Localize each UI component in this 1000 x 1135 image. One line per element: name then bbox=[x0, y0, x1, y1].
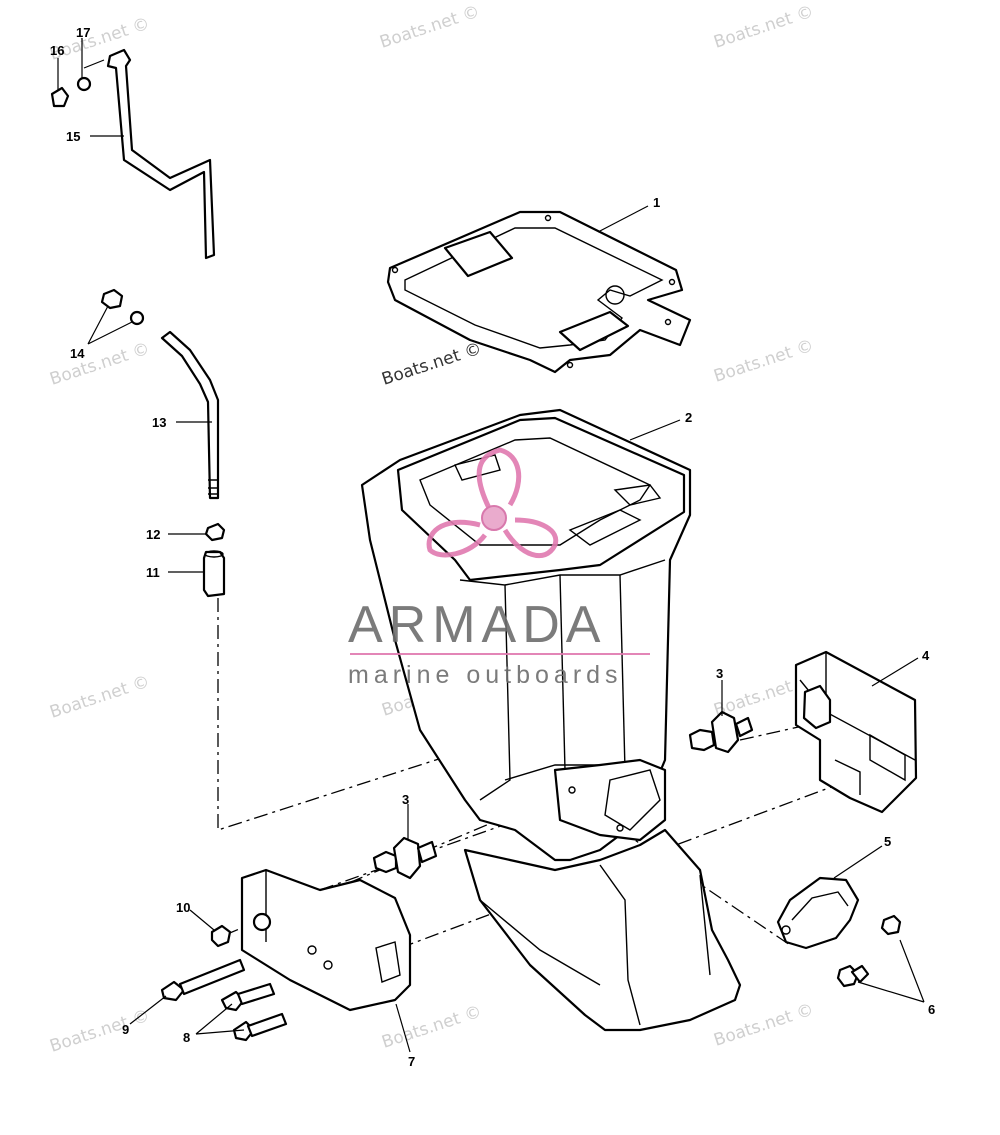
propeller-icon bbox=[426, 447, 559, 559]
part-10-nut bbox=[210, 924, 232, 948]
callout-5: 5 bbox=[884, 834, 891, 849]
watermark: Boats.net © bbox=[377, 2, 482, 53]
part-17-washer bbox=[76, 76, 92, 92]
callout-7: 7 bbox=[408, 1054, 415, 1069]
callout-10: 10 bbox=[176, 900, 190, 915]
callout-11: 11 bbox=[146, 565, 160, 580]
watermark: Boats.net © bbox=[47, 1006, 152, 1057]
part-4-bracket bbox=[794, 650, 918, 814]
callout-9: 9 bbox=[122, 1022, 129, 1037]
callout-4: 4 bbox=[922, 648, 930, 663]
part-11-spacer bbox=[202, 550, 226, 598]
part-13-rod bbox=[160, 330, 220, 500]
part-12-nut bbox=[204, 522, 226, 542]
leader-lines bbox=[57, 38, 925, 1053]
brand-name: ARMADA bbox=[348, 596, 606, 654]
callout-labels: 1 2 3 3 4 5 6 7 8 9 10 11 12 13 14 15 16… bbox=[50, 25, 935, 1069]
callout-6: 6 bbox=[928, 1002, 935, 1017]
watermark: Boats.net © bbox=[379, 339, 484, 390]
callout-8: 8 bbox=[183, 1030, 190, 1045]
watermark: Boats.net © bbox=[379, 1002, 484, 1053]
part-7-plate bbox=[240, 868, 412, 1012]
part-9-screw bbox=[160, 958, 246, 1002]
callout-12: 12 bbox=[146, 527, 160, 542]
callout-14: 14 bbox=[70, 346, 85, 361]
callout-15: 15 bbox=[66, 129, 80, 144]
watermark: Boats.net © bbox=[47, 339, 152, 390]
part-16-clip bbox=[50, 86, 70, 108]
part-3-mount-upper bbox=[688, 710, 754, 754]
callout-17: 17 bbox=[76, 25, 90, 40]
part-14-fasteners bbox=[100, 288, 145, 326]
callout-2: 2 bbox=[685, 410, 692, 425]
callout-3-upper: 3 bbox=[716, 666, 723, 681]
watermark: Boats.net © bbox=[47, 672, 152, 723]
brand-logo: ARMADA marine outboards bbox=[348, 447, 650, 689]
watermark: Boats.net © bbox=[711, 1000, 816, 1051]
watermark: Boats.net © bbox=[711, 336, 816, 387]
part-2-driveshaft-housing bbox=[360, 408, 742, 1032]
callout-1: 1 bbox=[653, 195, 660, 210]
callout-3-lower: 3 bbox=[402, 792, 409, 807]
callout-16: 16 bbox=[50, 43, 64, 58]
watermark: Boats.net © bbox=[711, 2, 816, 53]
part-5-cover bbox=[776, 876, 860, 950]
callout-13: 13 bbox=[152, 415, 166, 430]
part-6-bolts bbox=[836, 914, 902, 988]
part-8-screws bbox=[220, 982, 288, 1042]
part-1-gasket bbox=[386, 210, 692, 374]
part-15-rod bbox=[106, 48, 216, 260]
part-3-mount-lower bbox=[372, 836, 438, 880]
brand-tagline: marine outboards bbox=[348, 661, 623, 689]
